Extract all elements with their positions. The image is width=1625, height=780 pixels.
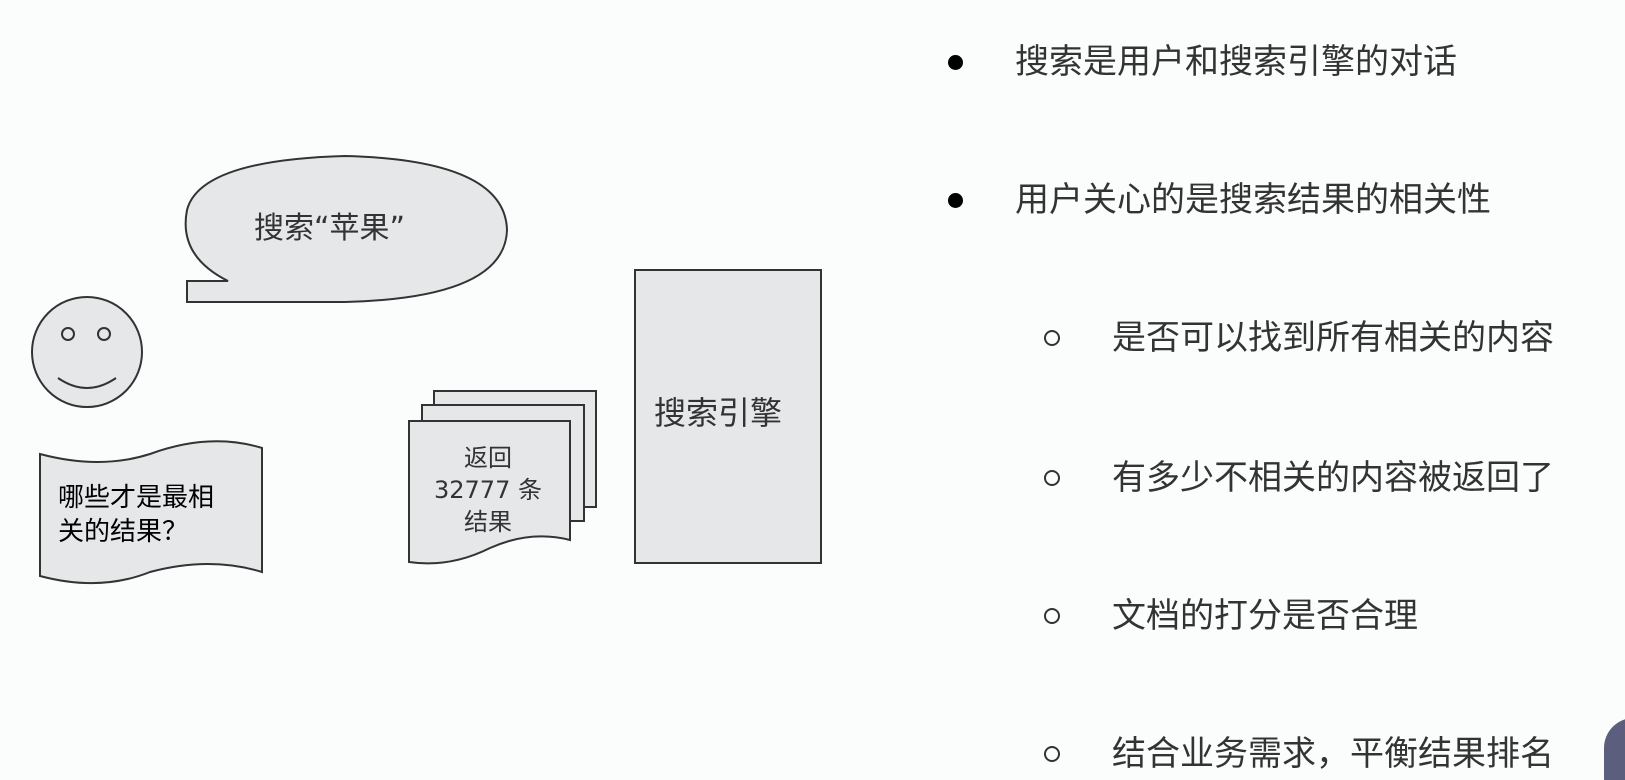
main-bullet-text: 搜索是用户和搜索引擎的对话 xyxy=(1015,42,1457,82)
user-smiley-icon xyxy=(31,296,143,408)
hollow-bullet-icon xyxy=(1044,746,1060,762)
hollow-bullet-icon xyxy=(1044,608,1060,624)
sub-bullet-text: 是否可以找到所有相关的内容 xyxy=(1112,318,1554,358)
filled-bullet-icon xyxy=(948,54,963,70)
sub-bullet-4: 结合业务需求，平衡结果排名 xyxy=(1044,734,1554,774)
speech-bubble-text: 搜索“苹果” xyxy=(254,211,405,246)
corner-badge xyxy=(1604,718,1625,780)
sub-bullet-3: 文档的打分是否合理 xyxy=(1044,596,1418,636)
result-documents-stack xyxy=(408,390,597,565)
sub-bullet-text: 文档的打分是否合理 xyxy=(1112,596,1418,636)
filled-bullet-icon xyxy=(948,192,963,208)
results-line-1: 返回 xyxy=(464,444,512,472)
search-engine-box xyxy=(634,269,822,564)
sub-bullet-1: 是否可以找到所有相关的内容 xyxy=(1044,318,1554,358)
sub-bullet-text: 结合业务需求，平衡结果排名 xyxy=(1112,734,1554,774)
main-bullet-2: 用户关心的是搜索结果的相关性 xyxy=(948,180,1491,220)
speech-bubble xyxy=(184,154,509,303)
hollow-bullet-icon xyxy=(1044,470,1060,486)
sub-bullet-2: 有多少不相关的内容被返回了 xyxy=(1044,458,1554,498)
results-line-3: 结果 xyxy=(464,508,512,536)
sub-bullet-text: 有多少不相关的内容被返回了 xyxy=(1112,458,1554,498)
results-line-2: 32777 条 xyxy=(434,476,542,504)
search-dialogue-diagram: 搜索“苹果” 哪些才是最相 关的结果？ 返回 32777 条 结果 搜索引擎 xyxy=(31,154,822,585)
main-bullet-text: 用户关心的是搜索结果的相关性 xyxy=(1015,180,1491,220)
question-banner xyxy=(39,440,263,585)
main-bullet-1: 搜索是用户和搜索引擎的对话 xyxy=(948,42,1457,82)
question-line-1: 哪些才是最相 xyxy=(58,483,214,513)
hollow-bullet-icon xyxy=(1044,330,1060,346)
search-engine-label: 搜索引擎 xyxy=(654,394,782,432)
question-line-2: 关的结果？ xyxy=(58,517,188,547)
